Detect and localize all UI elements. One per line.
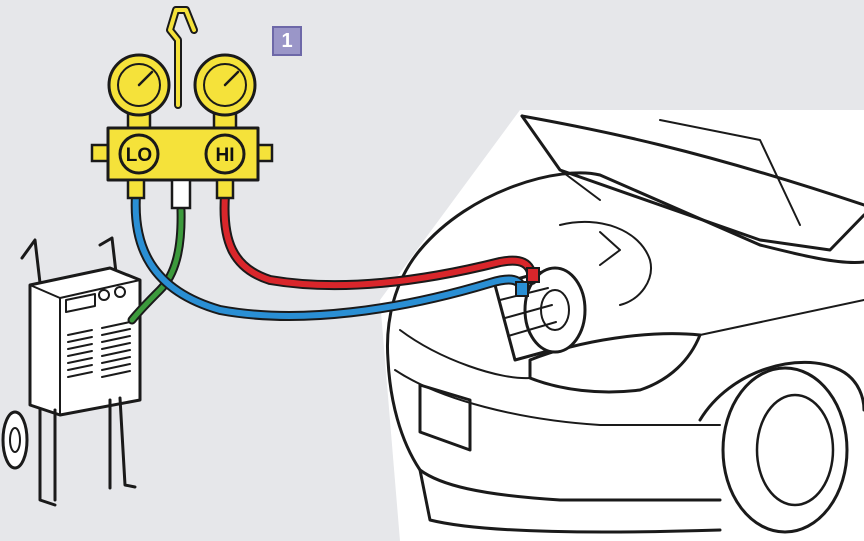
car-headlight [528, 332, 702, 394]
machine-knob-1 [98, 289, 110, 301]
machine-display [65, 293, 96, 313]
car-grille-line [399, 329, 531, 380]
high-hose-fitting [215, 178, 235, 200]
machine-knob-2 [114, 286, 126, 298]
machine-top-edge [29, 279, 141, 299]
high-side-port-cap [526, 267, 540, 283]
low-hose-fitting [126, 178, 146, 200]
high-gauge-needle [223, 70, 240, 87]
manifold-gauge-set: LO HI [90, 6, 274, 210]
car-wheel-arch [698, 360, 864, 422]
car-hood-inner [659, 119, 801, 226]
low-side-port-cap [515, 281, 529, 297]
car-engine-hose [599, 231, 621, 266]
car-rim [755, 393, 835, 507]
machine-vents-right [101, 321, 131, 378]
machine-wheel [1, 410, 29, 470]
car-engine-bay-rim [418, 171, 864, 265]
service-hose-fitting [170, 178, 192, 210]
high-side-valve [204, 133, 246, 175]
car-tire [721, 366, 849, 534]
pressure-gauge-icon [107, 53, 171, 130]
service-hose-green [129, 207, 184, 323]
car-hood-left-edge [520, 114, 864, 252]
step-number-badge: 1 [272, 26, 302, 56]
machine-wheel-hub [9, 427, 21, 453]
car-bumper-lower [418, 468, 722, 534]
car-side-line [699, 299, 864, 336]
car-hood-top-edge [520, 114, 864, 207]
car-license-plate [418, 383, 472, 452]
low-side-valve [118, 133, 160, 175]
ac-compressor-icon [493, 266, 587, 362]
high-side-label: HI [216, 145, 235, 166]
low-side-label: LO [126, 145, 152, 166]
machine-legs [38, 396, 137, 507]
car-engine-bay-icon [386, 114, 864, 534]
machine-inner-legs [53, 398, 112, 502]
machine-body [28, 266, 142, 417]
pressure-gauge-icon [193, 53, 257, 130]
high-side-hose-red [221, 192, 535, 289]
machine-left-handle [20, 238, 44, 302]
car-engine-part [559, 220, 652, 306]
low-side-hose-blue [132, 192, 525, 319]
refrigerant-recovery-machine-icon [1, 236, 142, 507]
machine-vents-left [67, 329, 93, 378]
manifold-hook [168, 8, 196, 107]
car-bumper-crease [394, 369, 721, 426]
compressor-hub [540, 289, 570, 331]
low-gauge-needle [137, 70, 154, 87]
